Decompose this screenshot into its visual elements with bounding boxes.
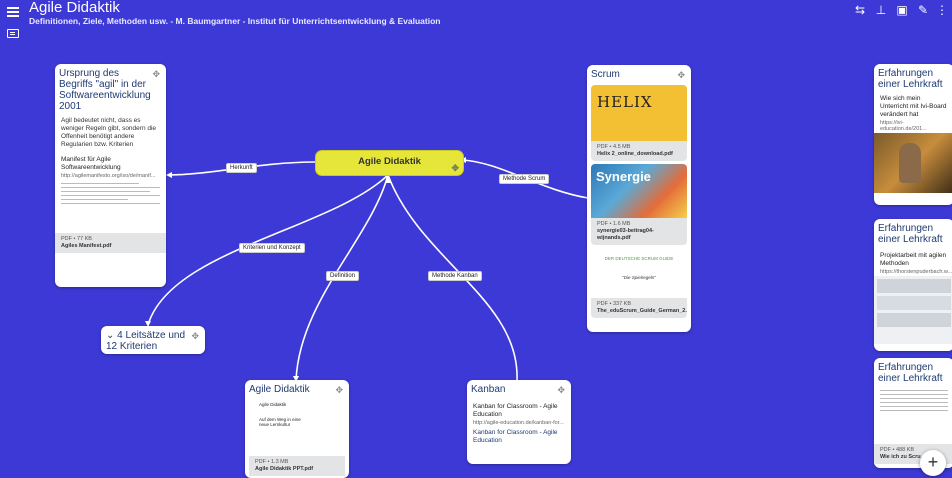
file-name: Agile Didaktik PPT.pdf [255,466,314,472]
card-title: Erfahrungen einer Lehrkraft [878,362,943,384]
synergie-logo: Synergie [596,169,651,184]
link-url[interactable]: https://ivi-education.de/201... [880,120,927,132]
card-title: ⌄ 4 Leitsätze und 12 Kriterien [106,330,185,352]
file-name: Agiles Manifest.pdf [61,243,112,249]
doc-line: Auf dem Weg in eine neue Lernkultur [259,417,301,427]
central-node[interactable]: Agile Didaktik ✥ [315,150,464,176]
helix-thumbnail: HELIX [591,85,687,141]
card-leitsaetze[interactable]: ✥ ⌄ 4 Leitsätze und 12 Kriterien [101,326,205,354]
file-name: Wie ich zu Scru... [880,454,926,460]
move-icon[interactable]: ✥ [152,69,160,79]
card-title: Erfahrungen einer Lehrkraft [878,223,943,245]
edge-label-definition[interactable]: Definition [326,271,360,281]
edge-label-methode-kanban[interactable]: Methode Kanban [428,271,482,281]
card-title: Scrum [591,69,620,80]
pdf-thumbnail[interactable]: Agile Didaktik Auf dem Weg in eine neue … [245,398,349,456]
present-icon[interactable]: ▣ [896,3,908,17]
file-meta: PDF • 4.5 MB [597,144,631,150]
card-title: Agile Didaktik [249,384,310,395]
pin-icon[interactable]: ⊥ [875,3,887,17]
edge-label-methode-scrum[interactable]: Methode Scrum [499,174,550,184]
link-url[interactable]: https://thorstenpuderbach.w... [880,269,952,275]
chevron-down-icon[interactable]: ⌄ [106,330,115,341]
broken-image-alt[interactable]: Kanban for Classroom - Agile Education [473,429,558,444]
link-title[interactable]: Wie sich mein Unterricht mit Ivi-Board v… [880,95,947,118]
card-ursprung[interactable]: ✥ Ursprung des Begriffs "agil" in der So… [55,64,166,287]
card-title: Kanban [471,384,506,395]
eduscrum-thumbnail: DER DEUTSCHE SCRUM GUIDE "Die Spielregel… [591,248,687,298]
add-post-button[interactable]: + [920,450,946,476]
synergie-thumbnail: Synergie [591,164,687,218]
doc-sub: "Die Spielregeln" [622,275,656,280]
file-meta: PDF • 77 KB [61,236,92,242]
file-meta: PDF • 337 KB [597,301,632,307]
card-erfahrungen-1[interactable]: Erfahrungen einer Lehrkraft Wie sich mei… [874,64,952,205]
file-meta: PDF • 488 KB [880,447,915,453]
card-kanban[interactable]: ✥ Kanban Kanban for Classroom - Agile Ed… [467,380,571,464]
card-text: Agil bedeutet nicht, dass es weniger Reg… [61,117,157,148]
edit-icon[interactable]: ✎ [917,3,929,17]
board-icon[interactable] [7,29,19,38]
move-icon[interactable]: ✥ [677,70,685,80]
link-preview-image[interactable] [874,276,952,344]
file-meta: PDF • 1.6 MB [597,221,631,227]
file-name: The_eduScrum_Guide_German_2.0... [597,308,687,314]
move-icon[interactable]: ✥ [335,385,343,395]
card-title: Ursprung des Begriffs "agil" in der Soft… [59,68,151,112]
file-helix[interactable]: HELIX PDF • 4.5 MB Helix 2_online_downlo… [591,85,687,161]
doc-line: Agile Didaktik [259,402,287,407]
file-caption[interactable]: PDF • 1.3 MB Agile Didaktik PPT.pdf [249,456,345,476]
card-erfahrungen-3[interactable]: Erfahrungen einer Lehrkraft PDF • 488 KB… [874,358,952,468]
edge-label-kriterien[interactable]: Kriterien und Konzept [239,243,305,253]
card-agile-didaktik[interactable]: ✥ Agile Didaktik Agile Didaktik Auf dem … [245,380,349,478]
file-name: Helix 2_online_download.pdf [597,151,673,157]
top-bar: Agile Didaktik Definitionen, Ziele, Meth… [0,0,952,38]
move-icon[interactable]: ✥ [191,331,199,341]
file-synergie[interactable]: Synergie PDF • 1.6 MB synergie03-beitrag… [591,164,687,245]
menu-icon[interactable] [7,7,19,17]
link-url[interactable]: http://agile-education.de/kanban-for... [473,420,564,426]
page-title: Agile Didaktik [29,0,120,16]
edge-label-herkunft[interactable]: Herkunft [226,163,257,173]
page-subtitle: Definitionen, Ziele, Methoden usw. - M. … [29,16,441,26]
link-title[interactable]: Manifest für Agile Softwareentwicklung [61,156,121,171]
move-icon[interactable]: ✥ [451,163,459,173]
card-title: Erfahrungen einer Lehrkraft [878,68,943,90]
move-icon[interactable]: ✥ [557,385,565,395]
link-title[interactable]: Projektarbeit mit agilen Methoden [880,252,947,267]
link-url[interactable]: http://agilemanifesto.org/iso/de/manif..… [61,173,156,179]
central-node-title: Agile Didaktik [358,156,421,167]
share-icon[interactable]: ⇆ [854,3,866,17]
pdf-thumbnail[interactable] [874,390,952,444]
file-caption[interactable]: PDF • 77 KB Agiles Manifest.pdf [55,233,166,253]
card-erfahrungen-2[interactable]: Erfahrungen einer Lehrkraft Projektarbei… [874,219,952,351]
file-meta: PDF • 1.3 MB [255,459,289,465]
file-name: synergie03-beitrag04-wijnands.pdf [597,228,654,241]
file-eduscrum[interactable]: DER DEUTSCHE SCRUM GUIDE "Die Spielregel… [591,248,687,318]
helix-logo: HELIX [597,93,653,111]
pdf-thumbnail[interactable] [55,183,166,233]
more-icon[interactable]: ⋮ [936,3,948,17]
link-title[interactable]: Kanban for Classroom - Agile Education [473,403,558,418]
doc-header: DER DEUTSCHE SCRUM GUIDE [604,256,674,261]
card-scrum[interactable]: ✥ Scrum HELIX PDF • 4.5 MB Helix 2_onlin… [587,65,691,332]
link-preview-image[interactable] [874,133,952,193]
